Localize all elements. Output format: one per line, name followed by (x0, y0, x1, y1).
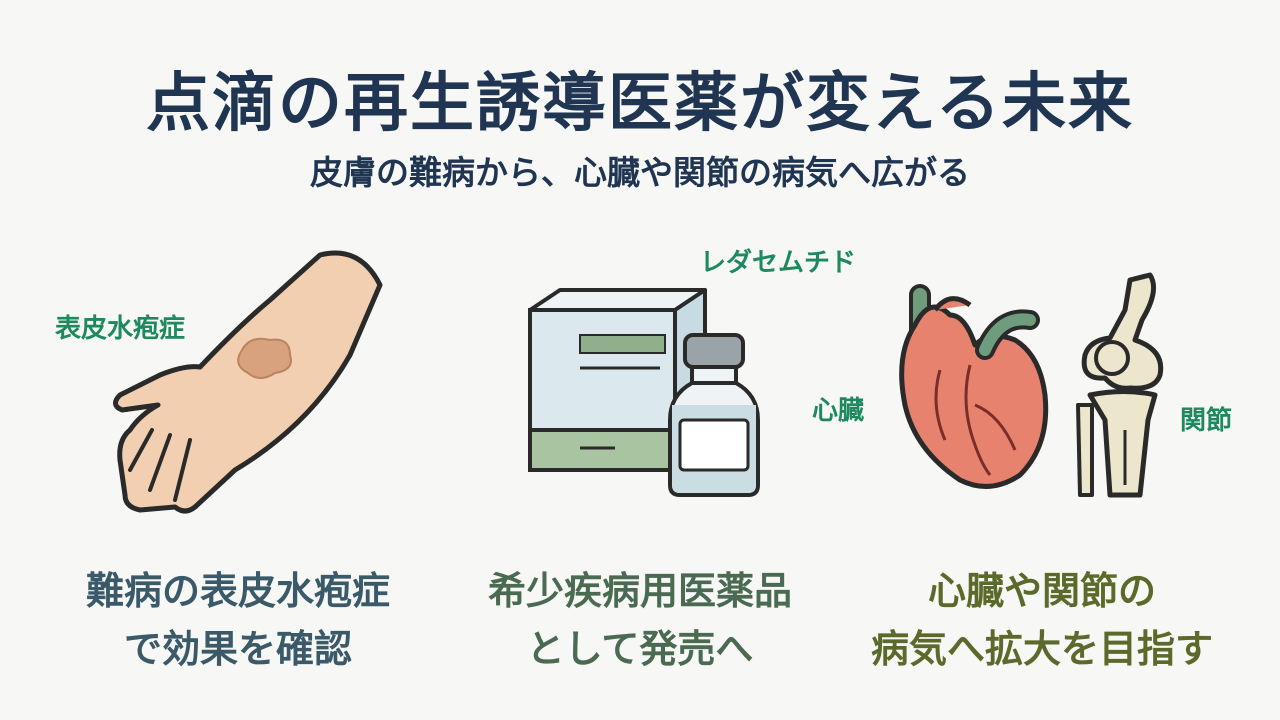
caption-center-line2: として発売へ (526, 627, 754, 671)
caption-right: 心臓や関節の 病気へ拡大を目指す (832, 562, 1252, 678)
skin-lesion (237, 337, 292, 379)
caption-left: 難病の表皮水疱症 で効果を確認 (28, 562, 448, 678)
caption-center: 希少疾病用医薬品 として発売へ (430, 562, 850, 678)
fibula (1076, 403, 1094, 497)
caption-left-line1: 難病の表皮水疱症 (85, 569, 390, 613)
finger-line-3 (173, 438, 192, 502)
tibia (1087, 389, 1158, 498)
patella (1094, 340, 1130, 376)
pulmonary-vessel-fill (979, 313, 1036, 356)
page-title: 点滴の再生誘導医薬が変える未来 (145, 67, 1135, 141)
label-drug: レダセムチド (700, 248, 857, 278)
coronary-line-1 (964, 364, 992, 476)
heart-illustration (899, 284, 1049, 489)
coronary-line-3 (934, 369, 947, 441)
label-heart: 心臓 (812, 396, 865, 426)
label-skin: 表皮水疱症 (55, 314, 186, 344)
drug-illustration (528, 288, 760, 497)
coronary-line-2 (974, 403, 1017, 451)
heart-shape (899, 304, 1049, 489)
page-subtitle: 皮膚の難病から、心臓や関節の病気へ広がる (310, 153, 970, 192)
caption-left-line2: で効果を確認 (123, 627, 352, 671)
vial (668, 333, 760, 497)
heart-top (933, 296, 972, 312)
arm-illustration (113, 250, 383, 514)
caption-right-line1: 心臓や関節の (927, 569, 1156, 613)
label-joint: 関節 (1180, 406, 1233, 436)
finger-line-1 (128, 428, 154, 472)
knee-illustration (1076, 272, 1164, 498)
caption-right-line2: 病気へ拡大を目指す (870, 627, 1213, 671)
arm-shape (113, 250, 383, 514)
caption-center-line1: 希少疾病用医薬品 (487, 569, 792, 613)
finger-line-2 (148, 433, 172, 492)
